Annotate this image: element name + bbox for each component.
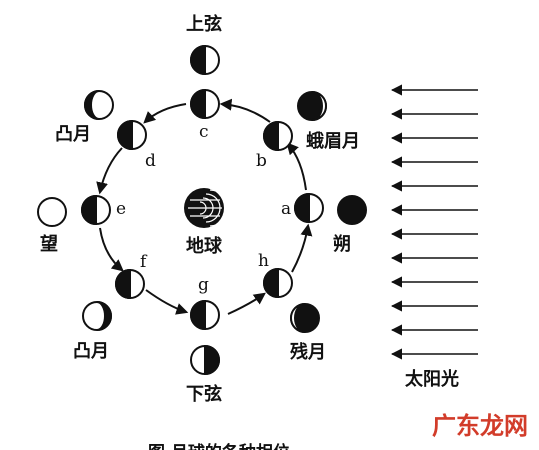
- sunlight-arrows: [390, 84, 478, 360]
- phase-label-gibbous-top: 凸月: [55, 124, 91, 145]
- orbit-moon-d: [117, 119, 147, 151]
- orbit-moons: [81, 88, 324, 331]
- appearance-moons: [37, 44, 367, 376]
- orbit-path: [96, 98, 313, 315]
- appearance-moon-new: [337, 195, 367, 225]
- orbit-arrow-d-e: [96, 147, 123, 195]
- phase-label-first-quarter: 上弦: [186, 13, 222, 35]
- sunlight-label: 太阳光: [405, 368, 459, 390]
- orbit-letter-h: h: [258, 251, 269, 271]
- phase-label-last-quarter: 下弦: [186, 383, 222, 405]
- appearance-moon-waxing-crescent: [297, 91, 327, 121]
- orbit-letter-c: c: [199, 122, 209, 142]
- orbit-arrow-h-a: [291, 223, 313, 273]
- orbit-letter-e: e: [116, 199, 126, 219]
- orbit-moon-g: [190, 299, 220, 331]
- phase-labels: 朔 蛾眉月 上弦 凸月 望 凸月 下弦 残月: [40, 13, 360, 405]
- figure-caption: 图 月球的各种相位: [148, 442, 290, 450]
- orbit-moon-c: [190, 88, 220, 120]
- appearance-moon-full: [37, 197, 67, 227]
- appearance-moon-first-quarter: [190, 44, 220, 76]
- orbit-arrow-e-f: [99, 227, 124, 272]
- phase-label-full: 望: [40, 233, 58, 255]
- phase-label-waning-crescent: 残月: [290, 341, 326, 363]
- phase-label-gibbous-bottom: 凸月: [73, 341, 109, 362]
- appearance-moon-waxing-gibbous-top: [84, 90, 114, 120]
- orbit-letter-d: d: [145, 151, 156, 171]
- appearance-moon-waning-gibbous-bottom: [82, 301, 112, 331]
- orbit-letter-f: f: [140, 252, 148, 272]
- orbit-arrow-b-c: [219, 98, 271, 123]
- orbit-letters: a b c d e f g h: [116, 122, 291, 295]
- earth: 地球: [184, 188, 229, 257]
- orbit-letter-g: g: [198, 275, 209, 295]
- orbit-moon-a: [294, 192, 324, 224]
- orbit-moon-f: [115, 268, 145, 300]
- orbit-arrow-c-d: [143, 103, 187, 124]
- phase-label-waxing-crescent: 蛾眉月: [306, 130, 360, 152]
- appearance-moon-last-quarter: [190, 344, 220, 376]
- earth-lines: [188, 189, 229, 227]
- earth-label: 地球: [186, 235, 223, 257]
- orbit-moon-h: [263, 267, 293, 299]
- orbit-letter-b: b: [256, 151, 267, 171]
- orbit-moon-b: [263, 120, 293, 152]
- orbit-letter-a: a: [281, 199, 291, 219]
- orbit-arrow-a-b: [286, 142, 307, 191]
- orbit-moon-e: [81, 194, 111, 226]
- orbit-arrow-f-g: [145, 289, 189, 315]
- orbit-arrow-g-h: [227, 292, 266, 315]
- watermark: 广东龙网: [432, 412, 528, 440]
- appearance-moon-waning-crescent: [290, 303, 320, 333]
- phase-label-new: 朔: [333, 233, 351, 255]
